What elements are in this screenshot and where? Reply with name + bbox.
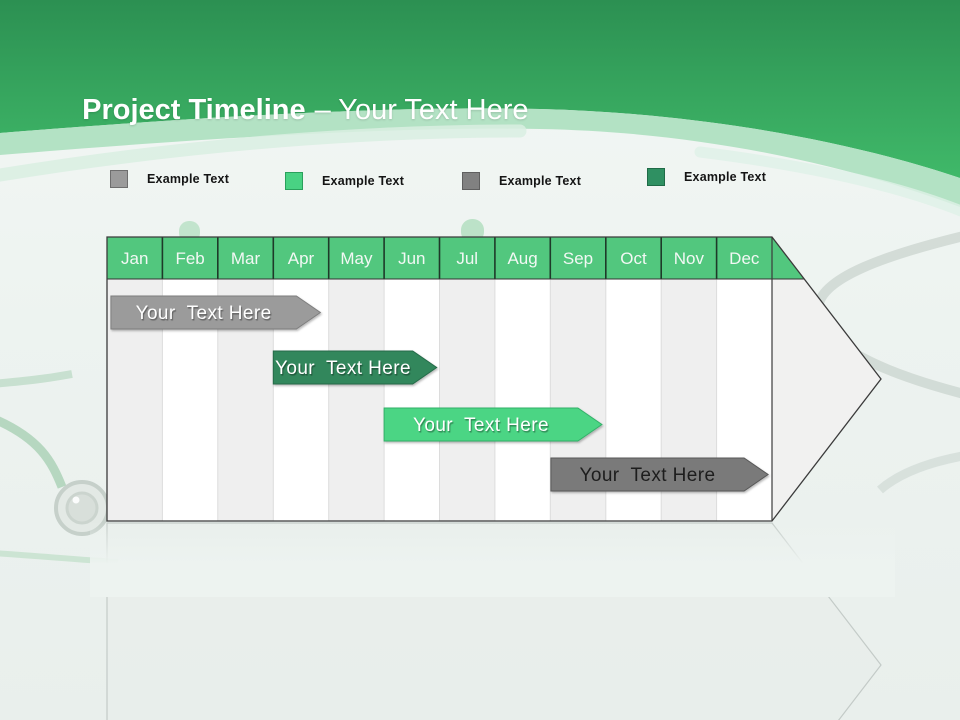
month-label-jun: Jun: [398, 249, 425, 268]
legend-swatch: [285, 172, 303, 190]
gantt-bar-shape: [272, 350, 438, 385]
month-header-labels: Jan Feb Mar Apr May Jun Jul Aug Sep Oct …: [121, 249, 760, 268]
gantt-grid: [107, 237, 881, 521]
month-label-feb: Feb: [175, 249, 204, 268]
month-label-may: May: [340, 249, 373, 268]
gantt-bar-4: Your Text Here: [550, 457, 769, 492]
gantt-bar-label: Your Text Here: [580, 465, 716, 486]
month-label-jul: Jul: [456, 249, 478, 268]
slide-title-light: – Your Text Here: [314, 94, 529, 127]
timeline-arrow-outline: [106, 236, 882, 522]
gantt-bar-shape: [383, 407, 603, 442]
legend-label: Example Text: [147, 172, 230, 186]
legend-label: Example Text: [499, 174, 582, 188]
gantt-bar-shape: [550, 457, 769, 492]
legend-swatch: [110, 170, 128, 188]
reflection-fade: [90, 522, 895, 597]
legend-swatch: [462, 172, 480, 190]
gantt-bar-3: Your Text Here: [383, 407, 603, 442]
month-label-apr: Apr: [288, 249, 315, 268]
slide-title: Project Timeline– Your Text Here: [66, 61, 529, 128]
legend-item-4: Example Text: [647, 168, 766, 186]
month-label-oct: Oct: [620, 249, 647, 268]
legend-item-2: Example Text: [285, 172, 404, 190]
gantt-bar-label: Your Text Here: [413, 415, 549, 436]
legend-item-1: Example Text: [110, 170, 229, 188]
gantt-bar-1: Your Text Here: [110, 295, 322, 330]
gantt-bar-label: Your Text Here: [136, 303, 272, 324]
month-label-jan: Jan: [121, 249, 148, 268]
month-label-dec: Dec: [729, 249, 760, 268]
gantt-bar-label: Your Text Here: [275, 358, 411, 379]
month-label-aug: Aug: [507, 249, 537, 268]
month-label-nov: Nov: [674, 249, 705, 268]
slide-title-bold: Project Timeline: [82, 94, 306, 127]
month-label-mar: Mar: [231, 249, 261, 268]
legend-label: Example Text: [684, 170, 767, 184]
gantt-bar-shape: [110, 295, 322, 330]
legend-label: Example Text: [322, 174, 405, 188]
header-wave: [0, 0, 960, 217]
legend-swatch: [647, 168, 665, 186]
legend-item-3: Example Text: [462, 172, 581, 190]
gantt-bar-2: Your Text Here: [272, 350, 438, 385]
month-label-sep: Sep: [563, 249, 593, 268]
